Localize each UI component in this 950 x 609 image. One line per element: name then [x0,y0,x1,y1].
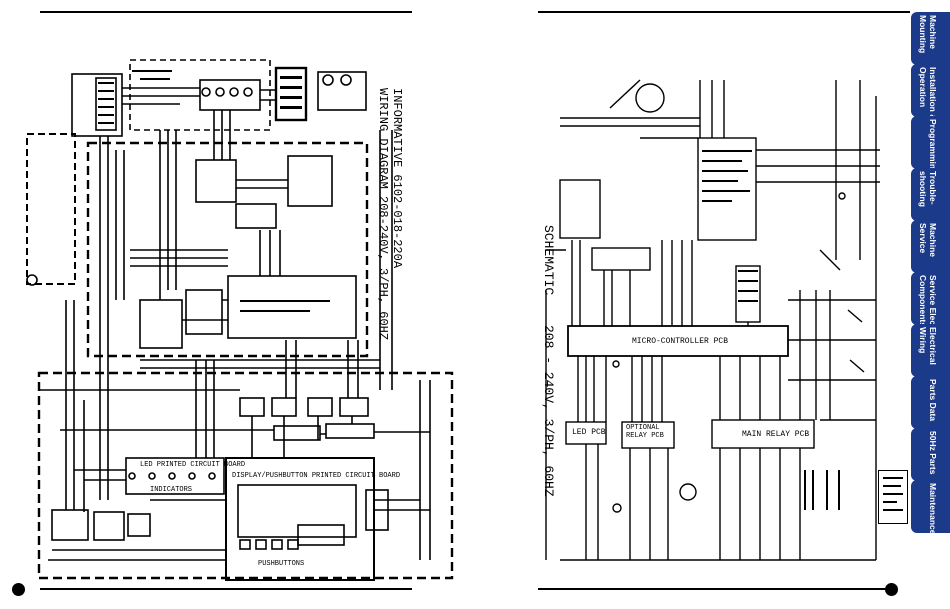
left-page-marker [12,583,25,596]
tab-maintenance[interactable]: Maintenance [911,480,950,535]
schematic-subtitle: 208 - 240V, 3/PH, 60HZ [541,325,556,497]
right-header-rule [538,11,910,13]
tab-programming[interactable]: Programming [911,116,950,174]
schematic-title: SCHEMATIC [541,225,556,295]
main-relay-label: MAIN RELAY PCB [742,430,810,439]
left-footer-rule [40,588,412,590]
tab-machine-mounting[interactable]: Machine Mounting [911,12,950,65]
section-tabs: Machine Mounting Installation & Operatio… [911,12,950,535]
schematic-subtitle-line: 208 - 240V, 3/PH, 60HZ [541,325,556,497]
left-header-rule [40,11,412,13]
tab-installation-operation[interactable]: Installation & Operation [911,64,950,120]
schematic-title-line1: SCHEMATIC [541,225,556,296]
right-page-marker [885,583,898,596]
tab-machine-service[interactable]: Machine Service [911,220,950,273]
display-pcb-label: DISPLAY/PUSHBUTTON PRINTED CIRCUIT BOARD [232,472,401,480]
tab-parts-data[interactable]: Parts Data [911,376,950,429]
legend-box [878,470,908,524]
optional-relay-label: OPTIONAL RELAY PCB [626,424,664,440]
tab-troubleshooting[interactable]: Trouble-shooting [911,168,950,221]
right-footer-rule [538,588,888,590]
tab-service-elec-components[interactable]: Service Elec. Components [911,272,950,327]
indicators-label: INDICATORS [150,486,193,494]
tab-electrical-wiring[interactable]: Electrical Wiring [911,324,950,377]
micro-controller-label: MICRO-CONTROLLER PCB [632,337,729,346]
tab-label: Maintenance [928,483,938,535]
led-pcb-label: LED PRINTED CIRCUIT BOARD [140,461,246,469]
led-pcb-right-label: LED PCB [572,428,606,437]
pushbuttons-label: PUSHBUTTONS [258,560,305,568]
tab-50hz-parts[interactable]: 50Hz Parts [911,428,950,481]
